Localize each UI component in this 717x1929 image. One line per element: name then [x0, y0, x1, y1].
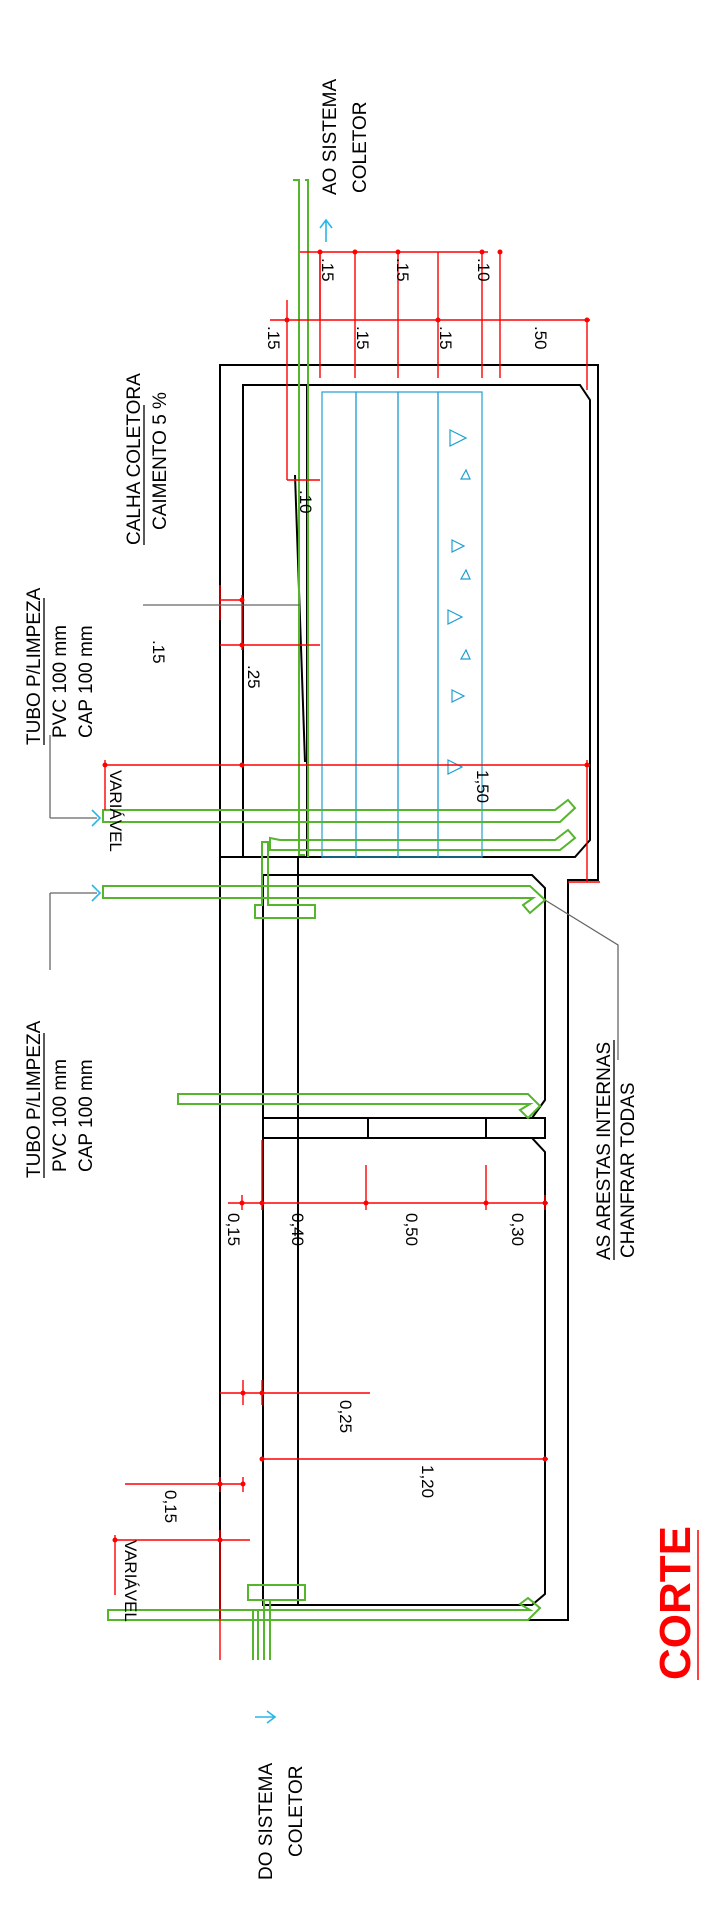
dim-variavel-1: VARIÁVEL	[106, 770, 125, 852]
corte-title: CORTE	[651, 1526, 700, 1680]
ao-sistema-label: AO SISTEMA	[320, 79, 341, 195]
dimension-lines	[104, 251, 600, 1660]
do-sistema-label: DO SISTEMA	[256, 1762, 277, 1880]
dim-0-50: 0,50	[402, 1213, 421, 1246]
dim-15b: .15	[393, 258, 412, 282]
dim-0-40: 0,40	[288, 1213, 307, 1246]
dim-0-15: 0,15	[224, 1213, 243, 1246]
dim-15e: .15	[436, 326, 455, 350]
chanfrar-label: CHANFRAR TODAS	[618, 1082, 639, 1258]
dim-15c: .15	[264, 326, 283, 350]
leaders	[49, 604, 619, 1060]
dim-0-30: 0,30	[508, 1213, 527, 1246]
tank-walls	[219, 364, 599, 1621]
dim-15d: .15	[353, 326, 372, 350]
dimension-labels: .15 .15 .10 .15 .15 .15 .50 .10 .15 .25 …	[106, 258, 550, 1622]
flow-arrow-icon	[91, 218, 333, 1724]
tubo1-title: TUBO P/LIMPEZA	[24, 587, 45, 745]
dim-50: .50	[531, 326, 550, 350]
dim-15f: .15	[149, 640, 168, 664]
labels: AO SISTEMA COLETOR CALHA COLETORA CAIMEN…	[24, 79, 639, 1880]
dim-1-50: 1,50	[473, 770, 492, 803]
dim-10-mid: .10	[296, 490, 315, 514]
dim-10-top: .10	[474, 258, 493, 282]
caimento-label: CAIMENTO 5 %	[150, 392, 171, 530]
dim-0-15-low: 0,15	[161, 1490, 180, 1523]
coletor-bottom-label: COLETOR	[286, 1765, 307, 1857]
tubo2-cap: CAP 100 mm	[76, 1059, 97, 1172]
coletor-top-label: COLETOR	[350, 101, 371, 193]
dim-0-25: 0,25	[336, 1400, 355, 1433]
dim-variavel-2: VARIÁVEL	[121, 1540, 140, 1622]
tubo1-cap: CAP 100 mm	[76, 625, 97, 738]
tubo2-title: TUBO P/LIMPEZA	[24, 1020, 45, 1178]
tubo2-pvc: PVC 100 mm	[50, 1059, 71, 1172]
pipes	[102, 179, 577, 1660]
dim-1-20: 1,20	[418, 1465, 437, 1498]
arestas-label: AS ARESTAS INTERNAS	[594, 1042, 615, 1260]
filter-media	[321, 391, 483, 858]
calha-coletora-label: CALHA COLETORA	[124, 373, 145, 545]
title: CORTE	[651, 1526, 700, 1680]
tubo1-pvc: PVC 100 mm	[50, 625, 71, 738]
collection-gutter	[294, 385, 308, 857]
dim-25: .25	[244, 665, 263, 689]
dimension-ticks	[102, 249, 590, 1543]
dim-15a: .15	[318, 258, 337, 282]
